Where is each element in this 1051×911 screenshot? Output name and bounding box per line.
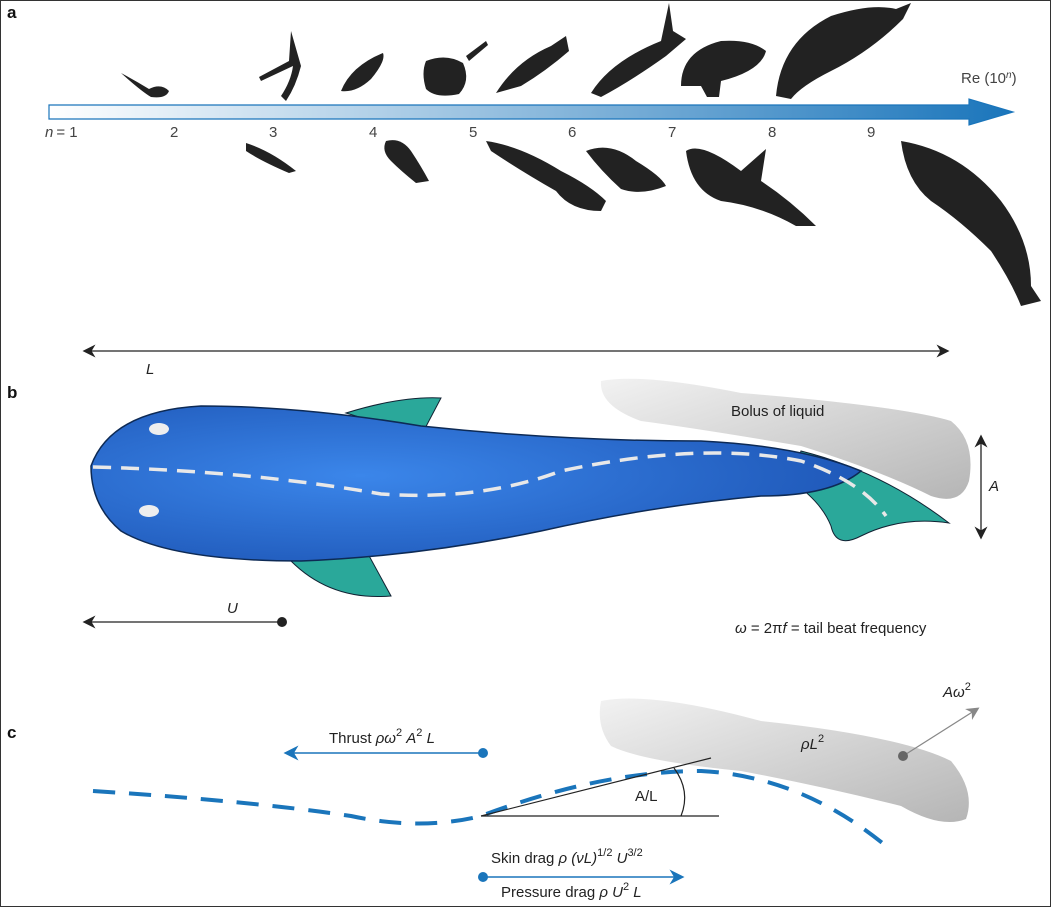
acceleration-arrow: [902, 707, 980, 757]
tadpole-silhouette: [121, 73, 169, 98]
penguin-silhouette: [586, 147, 666, 192]
bolus-mass: [599, 698, 969, 823]
tick-2: 2: [170, 124, 178, 141]
angle-label: A/L: [635, 788, 658, 805]
tick-n-1: n= 1: [45, 124, 78, 141]
manatee-silhouette: [681, 40, 766, 97]
frequency-label: ω = 2πf = tail beat frequency: [735, 620, 927, 637]
mass-label: ρL2: [800, 733, 824, 753]
acceleration-label: Aω2: [942, 681, 971, 701]
ray-silhouette: [423, 41, 488, 96]
thrust-origin: [478, 748, 488, 758]
length-label: L: [146, 361, 154, 378]
blue-whale-silhouette: [901, 141, 1041, 306]
thrust-label: Thrust ρω2 A2 L: [329, 727, 435, 747]
copepod-silhouette: [259, 31, 301, 101]
tick-6: 6: [568, 124, 576, 141]
tick-7: 7: [668, 124, 676, 141]
tick-3: 3: [269, 124, 277, 141]
speed-arrow-origin: [277, 617, 287, 627]
shark-silhouette: [591, 3, 686, 97]
tick-4: 4: [369, 124, 377, 141]
acceleration-origin: [898, 751, 908, 761]
amphioxus-silhouette: [246, 143, 296, 173]
reynolds-axis: Re (10n) n= 1 2 3 4 5 6 7 8 9: [45, 70, 1017, 141]
body-midline: [92, 451, 888, 518]
shark-illustration: [90, 397, 951, 598]
angle-line-upper: [480, 757, 712, 817]
skin-drag-label: Skin drag ρ (νL)1/2 U3/2: [491, 847, 643, 867]
goldfish-silhouette: [384, 140, 429, 183]
body-wave: [92, 768, 888, 848]
crocodile-silhouette: [486, 141, 606, 211]
tick-5: 5: [469, 124, 477, 141]
reynolds-axis-label: Re (10n): [961, 70, 1017, 87]
organism-silhouettes: [121, 3, 1041, 306]
fish-larva-silhouette: [341, 53, 384, 92]
panel-c-label: c: [7, 723, 16, 742]
orca-silhouette: [686, 148, 816, 226]
amplitude-label: A: [988, 478, 999, 495]
shark-body: [90, 405, 863, 562]
pressure-drag-label: Pressure drag ρ U2 L: [501, 881, 642, 901]
panel-b-label: b: [7, 383, 17, 402]
tick-8: 8: [768, 124, 776, 141]
drag-origin: [478, 872, 488, 882]
fish-silhouette: [496, 36, 569, 93]
angle-arc: [673, 767, 686, 817]
tick-9: 9: [867, 124, 875, 141]
whale-silhouette: [776, 3, 911, 99]
bolus-label: Bolus of liquid: [731, 403, 824, 420]
panel-a-label: a: [7, 3, 17, 22]
speed-label: U: [227, 600, 238, 617]
bolus-of-liquid: [600, 378, 971, 499]
shark-eye-lower: [139, 505, 159, 517]
reynolds-arrow: [48, 98, 1016, 126]
shark-eye-upper: [149, 423, 169, 435]
